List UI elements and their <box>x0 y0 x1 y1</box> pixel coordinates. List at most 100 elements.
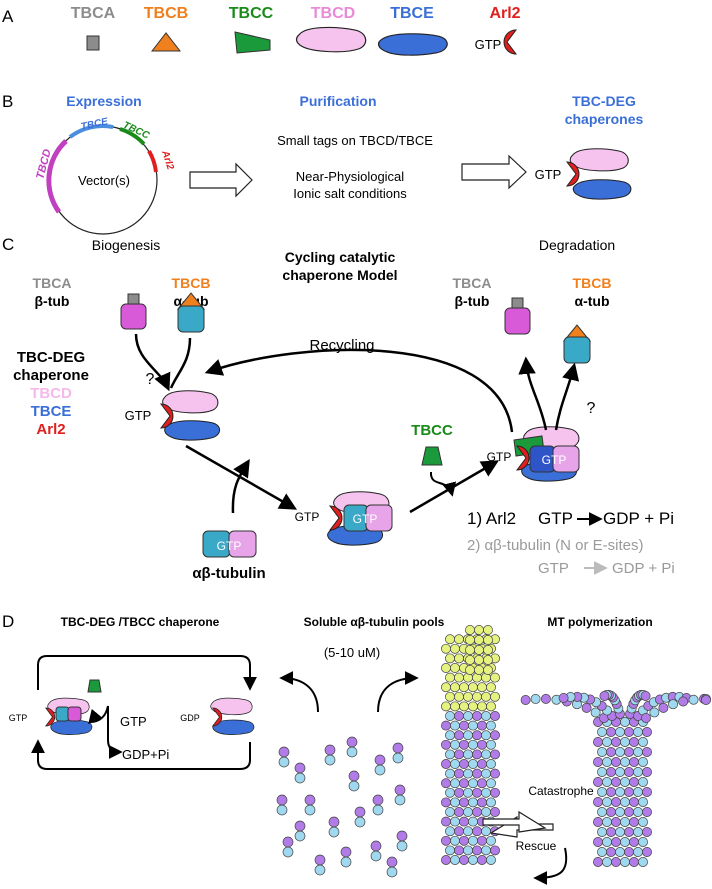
catastrophe-label: Catastrophe <box>528 784 594 798</box>
mt-subunit <box>606 727 616 737</box>
mt-subunit <box>638 817 648 827</box>
mt-subunit <box>445 768 455 779</box>
tubulin-dimer-beta <box>374 754 386 766</box>
mt-horn-subunit <box>599 691 610 701</box>
complex-b-gtp: GTP <box>535 167 562 182</box>
tubulin-gtp-label: GTP <box>217 539 242 553</box>
mt-subunit <box>597 807 607 817</box>
mt-subunit <box>477 720 487 731</box>
tubulin-dimer-alpha <box>348 780 360 792</box>
mt-subunit <box>450 855 460 865</box>
tubulin-dimer-beta <box>294 820 306 832</box>
arrow-purification-to-chaperones <box>461 154 527 190</box>
mt-subunit <box>606 827 616 837</box>
c-tbcc-shape <box>421 446 443 466</box>
mt-subunit <box>620 837 630 847</box>
d-gtp-label: GTP <box>120 714 147 729</box>
tags-text: Small tags on TBCD/TBCE <box>277 133 433 148</box>
degradation-tubulin-gtp: GTP <box>542 453 567 467</box>
panel-d-letter: D <box>2 612 14 631</box>
d-tbcc-shape <box>87 679 102 693</box>
mt-subunit <box>468 759 478 769</box>
mt-subunit <box>459 835 469 846</box>
mt-subunit <box>441 701 451 712</box>
mt-cap-subunit <box>474 625 484 635</box>
mt-subunit <box>611 857 621 867</box>
mt-cap-subunit <box>483 645 493 655</box>
mt-subunit <box>611 797 621 807</box>
mt-subunit <box>615 787 625 797</box>
mt-subunit <box>638 777 648 787</box>
degradation-complex <box>513 426 580 482</box>
mt-subunit <box>490 845 500 856</box>
pool-to-mt-arrow <box>377 671 419 713</box>
mt-subunit <box>642 787 652 797</box>
tubulin-dimer-alpha <box>278 756 290 768</box>
ab-tubulin-dimer: GTP <box>202 530 257 558</box>
tbcd-label: TBCD <box>311 5 355 22</box>
degradation-gtp: GTP <box>487 450 512 464</box>
mt-subunit <box>486 701 496 712</box>
mt-subunit <box>450 739 460 750</box>
mt-subunit <box>441 816 451 827</box>
tbcc-label: TBCC <box>229 5 274 22</box>
arrow-tbcc-in <box>429 471 457 497</box>
ternary-gtp: GTP <box>295 510 320 524</box>
mt-subunit <box>468 835 478 846</box>
mt-subunit <box>454 672 464 683</box>
tubulin-dimer-beta <box>346 736 358 748</box>
mt-subunit <box>597 827 607 837</box>
mt-subunit <box>454 768 464 779</box>
vector-label: Vector(s) <box>78 173 130 188</box>
mt-subunit <box>602 857 612 867</box>
mt-subunit <box>441 778 451 789</box>
tubulin-dimer-beta <box>370 840 382 852</box>
mt-subunit <box>468 720 478 731</box>
tubulin-pool <box>276 736 408 878</box>
mt-subunit <box>477 701 487 712</box>
mt-subunit <box>629 817 639 827</box>
mt-subunit <box>454 653 464 664</box>
plasmid-arl2-segment <box>147 149 158 173</box>
mt-horn-subunit <box>658 702 669 713</box>
mt-horn-subunit <box>540 693 551 704</box>
mt-horn-subunit <box>668 699 678 710</box>
tubulin-dimer-beta <box>278 746 290 758</box>
mt-subunit <box>611 837 621 847</box>
mt-subunit <box>472 730 482 741</box>
model-title-2: chaperone Model <box>282 267 397 283</box>
tubulin-dimer-alpha <box>304 804 316 816</box>
mt-cap-subunit <box>474 645 484 655</box>
mt-horn-subunit <box>678 696 689 707</box>
tubulin-dimer-alpha <box>340 856 352 868</box>
deg-tbca-shape <box>511 297 524 310</box>
mt-subunit <box>481 711 491 721</box>
plasmid-tbcd-segment <box>46 139 68 214</box>
mt-subunit <box>477 759 487 769</box>
deg-beta-tub-shape <box>504 307 531 335</box>
tbcb-shape <box>150 32 182 52</box>
mt-subunit <box>615 847 625 857</box>
mt-subunit <box>602 817 612 827</box>
mt-subunit <box>620 737 630 747</box>
mt-subunit <box>629 737 639 747</box>
step2-gtp: GTP <box>538 560 569 577</box>
mt-cap-subunit <box>474 665 484 675</box>
mt-subunit <box>602 737 612 747</box>
mt-cap-subunit <box>483 635 493 645</box>
d-complex-gdp-label: GDP <box>180 713 200 723</box>
step2-label: 2) αβ-tubulin (N or E-sites) <box>467 537 644 554</box>
arrow-to-degradation-complex <box>409 460 500 514</box>
tubulin-dimer-beta <box>348 770 360 782</box>
mt-subunit <box>450 797 460 808</box>
mt-subunit <box>477 835 487 846</box>
mt-subunit <box>459 739 469 750</box>
mt-subunit <box>481 730 491 741</box>
arrow-alpha-to-chaperone <box>169 337 192 389</box>
mt-subunit <box>642 807 652 817</box>
tubulin-dimer-alpha <box>354 816 366 828</box>
mt-subunit <box>624 747 634 757</box>
mt-subunit <box>629 757 639 767</box>
mt-subunit <box>459 797 469 808</box>
d-complex-gtp <box>45 697 93 735</box>
